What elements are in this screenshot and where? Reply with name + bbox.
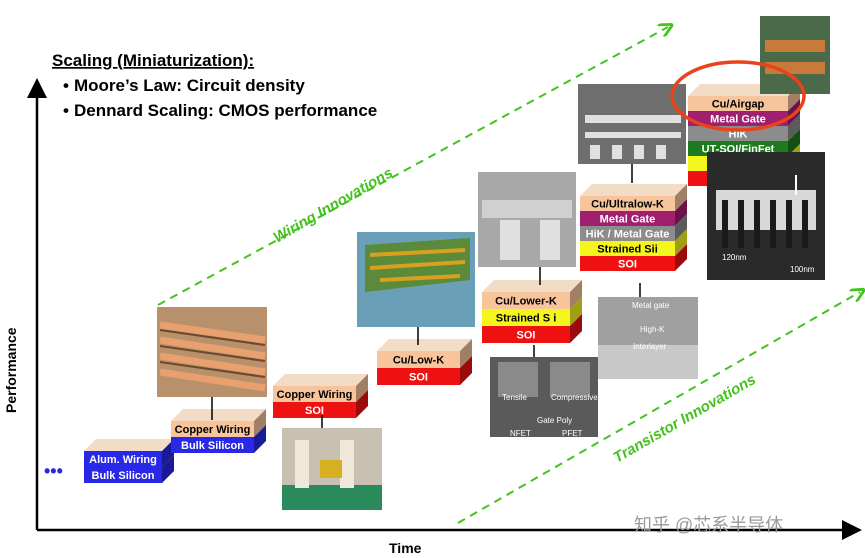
tem-interlayer-label: Interlayer xyxy=(633,342,667,351)
strain-gate-poly-label: Gate Poly xyxy=(537,416,572,425)
cu-low-k-3d-photo xyxy=(357,232,475,327)
bullet-marker-1: • xyxy=(63,76,69,95)
step-layer-label: Strained S i xyxy=(496,313,557,325)
step-layer-label: Copper Wiring xyxy=(175,424,251,436)
step-layer xyxy=(580,196,675,211)
strain-engineering-photo: Tensile Compressive Gate Poly NFET PFET xyxy=(490,357,598,438)
step-layer-side xyxy=(675,244,687,271)
step-layer-label: SOI xyxy=(517,330,536,342)
step-top-face xyxy=(171,409,266,421)
step-layer-side xyxy=(570,297,582,326)
step-layer-side xyxy=(570,314,582,343)
step-layer-side xyxy=(675,229,687,256)
tem-hik-label: High-K xyxy=(640,325,665,334)
step-layer xyxy=(688,96,788,111)
step-layer-label: Cu/Low-K xyxy=(393,355,444,367)
step-layer-label: Metal Gate xyxy=(600,214,656,226)
step-layer-label: HiK / Metal Gate xyxy=(586,229,670,241)
step-layer-side xyxy=(570,280,582,309)
soi-cross-section-photo xyxy=(282,428,382,510)
transistor-innovations-label: Transistor Innovations xyxy=(611,371,759,466)
step-layer-side xyxy=(356,390,368,418)
step-layer-side xyxy=(460,356,472,385)
step-top-face xyxy=(482,280,582,292)
step-layer xyxy=(688,111,788,126)
step-layer-label: Bulk Silicon xyxy=(92,470,155,482)
step-layer-label: SOI xyxy=(618,259,637,271)
strain-tensile-label: Tensile xyxy=(502,393,527,402)
technology-step-4: Cu/Low-K SOI xyxy=(377,339,472,385)
step-layer-label: Cu/Ultralow-K xyxy=(591,199,664,211)
step-layer-side xyxy=(162,455,174,483)
step-layer xyxy=(482,292,570,309)
step-layer xyxy=(171,437,254,453)
step-top-face xyxy=(580,184,687,196)
y-axis-label: Performance xyxy=(3,327,19,413)
airgap-highlight-ring xyxy=(670,60,806,132)
step-layer xyxy=(688,126,788,141)
strain-pfet-label: PFET xyxy=(562,429,583,438)
fin-scale-a-label: 120nm xyxy=(722,253,747,262)
cu-ultralow-k-sem-photo xyxy=(578,84,686,164)
step-layer-side xyxy=(675,184,687,211)
strain-nfet-label: NFET xyxy=(510,429,531,438)
step-layer xyxy=(84,467,162,483)
step-layer-label: Bulk Silicon xyxy=(181,440,244,452)
step-layer-label: Strained Sii xyxy=(597,244,658,256)
step-layer-side xyxy=(254,409,266,437)
step-layer-side xyxy=(788,129,800,156)
step-layer-label: Cu/Airgap xyxy=(712,99,765,111)
bullet-marker-2: • xyxy=(63,101,69,120)
step-layer xyxy=(171,421,254,437)
step-layer-label: SOI xyxy=(305,405,324,417)
step-layer-label: SOI xyxy=(409,372,428,384)
x-axis-label: Time xyxy=(389,540,422,556)
step-layer xyxy=(273,402,356,418)
step-layer xyxy=(580,241,675,256)
step-layer xyxy=(377,368,460,385)
step-layer xyxy=(580,256,675,271)
step-layer-side xyxy=(356,374,368,402)
cu-airgap-photo xyxy=(760,16,830,94)
step-layer-label: Cu/Lower-K xyxy=(495,296,557,308)
step-layer-side xyxy=(460,339,472,368)
step-top-face xyxy=(273,374,368,386)
step-layer xyxy=(580,226,675,241)
bullet-moores-law: Moore’s Law: Circuit density xyxy=(74,76,305,95)
watermark: 知乎 @芯系半导体 xyxy=(634,515,783,535)
step-layer-side xyxy=(675,214,687,241)
finfet-sem-photo: 120nm 100nm xyxy=(707,152,825,280)
cu-lower-k-sem-photo xyxy=(478,172,576,267)
step-layer-side xyxy=(254,425,266,453)
step-top-face xyxy=(84,439,174,451)
step-top-face xyxy=(377,339,472,351)
copper-wiring-photo xyxy=(157,307,267,397)
strain-compressive-label: Compressive xyxy=(551,393,598,402)
bullet-dennard-scaling: Dennard Scaling: CMOS performance xyxy=(74,101,377,120)
ellipsis-dots: ••• xyxy=(44,461,63,481)
step-layer xyxy=(482,309,570,326)
tem-metal-gate-label: Metal gate xyxy=(632,301,670,310)
step-layer-side xyxy=(675,199,687,226)
technology-step-5: Cu/Lower-K Strained S i SOI xyxy=(482,280,582,343)
step-layer xyxy=(273,386,356,402)
step-layer xyxy=(482,326,570,343)
step-layer-label: Alum. Wiring xyxy=(89,454,157,466)
hik-metal-gate-tem-photo: Metal gate High-K Interlayer xyxy=(598,297,698,379)
step-layer-label: Copper Wiring xyxy=(277,389,353,401)
diagram-title: Scaling (Miniaturization): xyxy=(52,51,254,70)
step-layer xyxy=(84,451,162,467)
step-layer xyxy=(377,351,460,368)
fin-scale-b-label: 100nm xyxy=(790,265,815,274)
step-layer-label: Metal Gate xyxy=(710,114,766,126)
transistor-trend-arrow xyxy=(457,292,860,524)
step-layer-side xyxy=(788,114,800,141)
step-layer xyxy=(580,211,675,226)
